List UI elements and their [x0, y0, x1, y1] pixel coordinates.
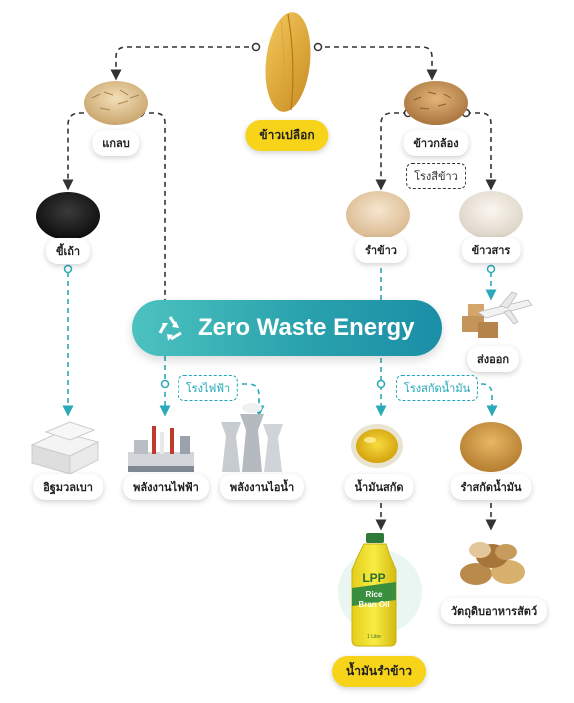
node-rice-bran-oil: น้ำมันรำข้าว: [332, 656, 426, 687]
node-electric-power: พลังงานไฟฟ้า: [123, 474, 209, 500]
ash-pile-image: [36, 192, 100, 240]
recycle-icon: [158, 316, 182, 341]
connector-husk-power: [140, 112, 166, 300]
node-extraction-plant: โรงสกัดน้ำมัน: [395, 375, 479, 401]
zero-waste-banner: Zero Waste Energy: [132, 300, 442, 356]
dark-connectors: [62, 46, 497, 531]
export-plane-image: [462, 291, 533, 338]
node-ash: ขี้เถ้า: [45, 238, 91, 264]
node-feed-ingredients: วัตถุดิบอาหารสัตว์: [440, 598, 548, 624]
bottle-brand: LPP: [362, 571, 385, 585]
connector-extract-defat: [472, 383, 498, 417]
node-brown-rice: ข้าวกล้อง: [403, 130, 469, 156]
node-steam-power: พลังงานไอน้ำ: [219, 474, 305, 500]
node-white-rice: ข้าวสาร: [461, 237, 521, 263]
connector-husk-ash: [62, 112, 93, 191]
husk-pile-image: [84, 81, 148, 125]
connector-paddy-brown: [316, 46, 438, 81]
steam-power-image: [221, 403, 283, 472]
paddy-grain-image: [265, 12, 311, 112]
white-rice-pile-image: [459, 191, 523, 239]
teal-dots: [63, 264, 496, 389]
brown-rice-pile-image: [404, 81, 468, 125]
banner-title: Zero Waste Energy: [198, 314, 415, 341]
node-husk: แกลบ: [92, 130, 140, 156]
rice-bran-oil-bottle-image: LPP Rice Bran Oil 1 Litre: [338, 533, 422, 647]
node-export: ส่งออก: [467, 346, 519, 372]
bottle-line2: Bran Oil: [358, 600, 389, 609]
extracted-oil-image: [351, 424, 403, 468]
node-power-plant: โรงไฟฟ้า: [177, 375, 239, 401]
node-defatted-bran: รำสกัดน้ำมัน: [450, 474, 532, 500]
node-mill: โรงสีข้าว: [406, 163, 466, 189]
connector-paddy-husk: [110, 46, 258, 81]
node-paddy: ข้าวเปลือก: [245, 120, 329, 151]
bottle-line1: Rice: [366, 590, 383, 599]
node-extracted-oil: น้ำมันสกัด: [344, 474, 414, 500]
rice-bran-pile-image: [346, 191, 410, 239]
node-rice-bran: รำข้าว: [355, 237, 407, 263]
power-plant-image: [128, 426, 194, 472]
bottle-volume: 1 Litre: [367, 634, 381, 640]
feed-ingredients-image: [460, 542, 525, 585]
node-lightweight-brick: อิฐมวลเบา: [33, 474, 103, 500]
lightweight-brick-image: [30, 421, 100, 475]
defatted-bran-pile-image: [460, 422, 522, 472]
connector-brown-white: [466, 112, 497, 191]
